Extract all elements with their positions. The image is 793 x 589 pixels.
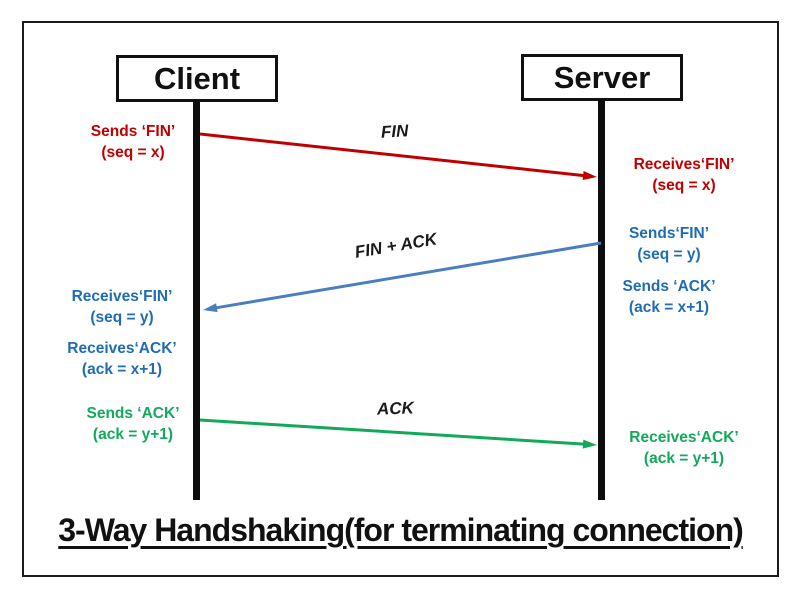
arrow-fin-ack bbox=[203, 241, 602, 313]
annotation-line1: Receives‘ACK’ bbox=[629, 429, 739, 446]
annotation-client-receives-fin: Receives‘FIN’ (seq = y) bbox=[47, 286, 197, 328]
annotation-line2: (seq = y) bbox=[90, 309, 154, 326]
message-label-ack: ACK bbox=[376, 398, 415, 419]
annotation-line2: (seq = x) bbox=[652, 177, 716, 194]
arrow-fin-head bbox=[582, 171, 597, 180]
annotation-line1: Sends‘FIN’ bbox=[628, 225, 710, 242]
actor-label-server: Server bbox=[553, 59, 651, 95]
annotation-line1: Receives‘ACK’ bbox=[67, 340, 177, 357]
annotation-line2: (seq = x) bbox=[101, 144, 165, 161]
arrow-ack-line bbox=[199, 418, 585, 446]
annotation-server-sends-fin: Sends‘FIN’ (seq = y) bbox=[594, 223, 744, 265]
annotation-line2: (ack = y+1) bbox=[92, 426, 174, 443]
arrow-ack-head bbox=[582, 439, 597, 449]
arrow-ack bbox=[199, 418, 597, 449]
annotation-line2: (ack = y+1) bbox=[643, 450, 725, 467]
diagram-border-frame bbox=[22, 21, 779, 577]
arrow-fin bbox=[199, 132, 597, 180]
annotation-client-sends-fin: Sends ‘FIN’ (seq = x) bbox=[58, 121, 208, 163]
arrow-fin-ack-head bbox=[203, 303, 218, 313]
annotation-client-receives-ack: Receives‘ACK’ (ack = x+1) bbox=[47, 338, 197, 380]
actor-label-client: Client bbox=[153, 60, 241, 96]
annotation-server-receives-fin: Receives‘FIN’ (seq = x) bbox=[609, 154, 759, 196]
annotation-server-receives-ack: Receives‘ACK’ (ack = y+1) bbox=[609, 427, 759, 469]
annotation-line1: Sends ‘ACK’ bbox=[86, 405, 180, 422]
lifeline-server bbox=[598, 99, 605, 500]
lifeline-client bbox=[193, 100, 200, 500]
diagram-title: 3-Way Handshaking(for terminating connec… bbox=[58, 512, 744, 548]
annotation-line1: Sends ‘FIN’ bbox=[90, 123, 176, 140]
annotation-line1: Sends ‘ACK’ bbox=[622, 278, 716, 295]
arrow-fin-line bbox=[199, 132, 585, 178]
annotation-server-sends-ack: Sends ‘ACK’ (ack = x+1) bbox=[594, 276, 744, 318]
message-label-fin: FIN bbox=[380, 121, 409, 142]
annotation-client-sends-ack: Sends ‘ACK’ (ack = y+1) bbox=[58, 403, 208, 445]
annotation-line1: Receives‘FIN’ bbox=[71, 288, 173, 305]
annotation-line2: (ack = x+1) bbox=[628, 299, 710, 316]
annotation-line1: Receives‘FIN’ bbox=[633, 156, 735, 173]
arrow-fin-ack-line bbox=[215, 241, 602, 310]
annotation-line2: (ack = x+1) bbox=[81, 361, 163, 378]
annotation-line2: (seq = y) bbox=[637, 246, 701, 263]
